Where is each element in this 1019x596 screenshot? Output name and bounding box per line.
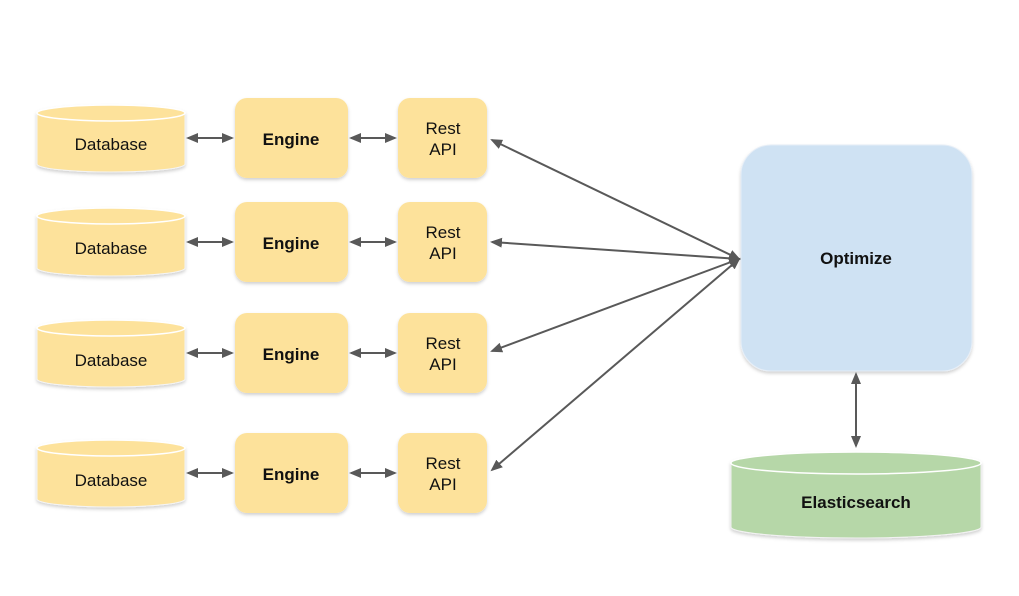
- optimize-node: [740, 144, 973, 372]
- database-node-3: [36, 439, 186, 508]
- engine-node-0: [235, 98, 348, 178]
- rest-api-label-line1-3: Rest: [426, 454, 461, 473]
- rest-api-node-3: [398, 433, 487, 513]
- database-label-3: Database: [75, 471, 148, 490]
- engine-node-1: [235, 202, 348, 282]
- rest-api-label-line2-3: API: [429, 475, 456, 494]
- database-node-1: [36, 207, 186, 277]
- database-node-2: [36, 319, 186, 388]
- engine-label-0: Engine: [263, 130, 320, 149]
- rest-api-label-line1-1: Rest: [426, 223, 461, 242]
- api-optimize-connector-2: [490, 257, 741, 353]
- row-2: Database Engine Rest API: [36, 313, 487, 393]
- row-1: Database Engine Rest API: [36, 202, 487, 282]
- rest-api-label-line2-0: API: [429, 140, 456, 159]
- rest-api-node-2: [398, 313, 487, 393]
- rest-api-label-line1-2: Rest: [426, 334, 461, 353]
- database-label-1: Database: [75, 239, 148, 258]
- engine-node-3: [235, 433, 348, 513]
- elasticsearch-node: [730, 451, 982, 539]
- rest-api-label-line2-1: API: [429, 244, 456, 263]
- database-node-0: [36, 104, 186, 173]
- database-label-0: Database: [75, 135, 148, 154]
- database-label-2: Database: [75, 351, 148, 370]
- engine-label-3: Engine: [263, 465, 320, 484]
- rest-api-node-1: [398, 202, 487, 282]
- rest-api-label-line2-2: API: [429, 355, 456, 374]
- api-optimize-connector-0: [490, 139, 741, 260]
- elasticsearch-label: Elasticsearch: [801, 493, 911, 512]
- rest-api-label-line1-0: Rest: [426, 119, 461, 138]
- row-3: Database Engine Rest API: [36, 433, 487, 513]
- api-optimize-connector-1: [490, 237, 741, 264]
- rest-api-node-0: [398, 98, 487, 178]
- engine-label-2: Engine: [263, 345, 320, 364]
- row-0: Database Engine Rest API: [36, 98, 487, 178]
- engine-node-2: [235, 313, 348, 393]
- optimize-label: Optimize: [820, 249, 892, 268]
- engine-label-1: Engine: [263, 234, 320, 253]
- api-optimize-connector-3: [490, 257, 741, 472]
